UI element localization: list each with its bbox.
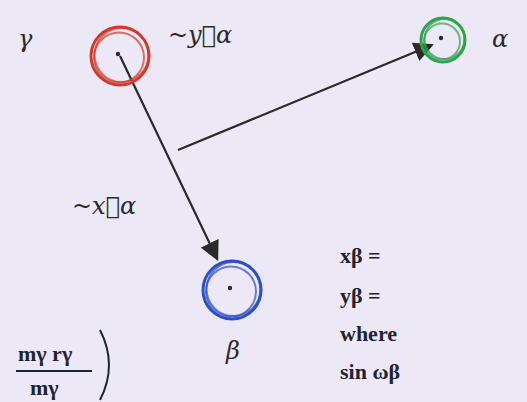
particle-circle: β (200, 258, 264, 322)
circle-stroke (425, 19, 465, 59)
particle-label: γ (18, 26, 32, 52)
circle-stroke (91, 27, 149, 85)
math-label: xβ = (340, 244, 381, 268)
particle-circle: α (418, 15, 468, 65)
circle-stroke (95, 28, 149, 82)
circle-outline (418, 15, 468, 65)
circle-stroke (94, 33, 144, 83)
math-label: yβ = (340, 284, 381, 308)
circle-stroke (206, 267, 256, 317)
circle-outline (200, 258, 264, 322)
circle-stroke (421, 18, 465, 62)
math-label: sin ωβ (340, 360, 400, 384)
circle-stroke (207, 262, 261, 316)
math-label: where (340, 322, 397, 346)
vector-label: ~x⃗α (70, 192, 138, 220)
center-dot (228, 286, 232, 290)
center-dot (116, 52, 120, 56)
particle-label: α (492, 26, 508, 52)
circle-stroke (424, 24, 460, 60)
math-label: mγ (30, 376, 59, 400)
vector-arrow (120, 56, 217, 259)
circle-stroke (203, 261, 261, 319)
circle-outline (88, 24, 152, 88)
center-dot (439, 36, 443, 40)
vector-arrow (178, 45, 432, 150)
particle-label: β (226, 338, 240, 364)
math-label: mγ rγ (18, 342, 72, 366)
math-label: ~y⃗α (168, 22, 232, 48)
parenthesis (100, 330, 109, 400)
fraction-bar (16, 370, 92, 372)
particle-circle: γ (88, 24, 152, 88)
